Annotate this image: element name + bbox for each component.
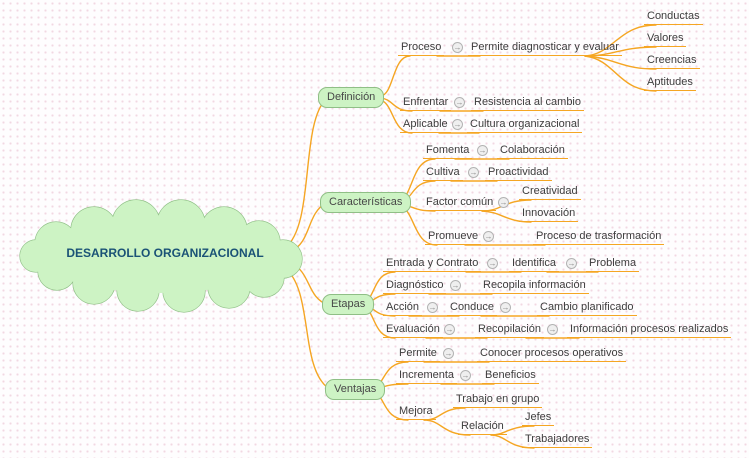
node-proactividad[interactable]: Proactividad (485, 165, 552, 181)
node-aptitudes[interactable]: Aptitudes (644, 75, 696, 91)
node-trabajo-grupo[interactable]: Trabajo en grupo (453, 392, 543, 408)
root-node[interactable]: DESARROLLO ORGANIZACIONAL (66, 246, 264, 260)
link-arrow-icon[interactable]: → (477, 145, 488, 156)
node-recopilacion[interactable]: Recopilación (475, 322, 544, 338)
link-arrow-icon[interactable]: → (452, 42, 463, 53)
node-mejora[interactable]: Mejora (396, 404, 436, 420)
link-arrow-icon[interactable]: → (498, 197, 509, 208)
branch-caracteristicas[interactable]: Características (320, 192, 412, 213)
node-beneficios[interactable]: Beneficios (482, 368, 539, 384)
link-arrow-icon[interactable]: → (566, 258, 577, 269)
node-conductas[interactable]: Conductas (644, 9, 703, 25)
node-incrementa[interactable]: Incrementa (396, 368, 458, 384)
node-trabajadores[interactable]: Trabajadores (522, 432, 593, 448)
node-resistencia[interactable]: Resistencia al cambio (471, 95, 584, 111)
link-arrow-icon[interactable]: → (454, 97, 465, 108)
node-problema[interactable]: Problema (586, 256, 640, 272)
node-diagnostico[interactable]: Diagnóstico (383, 278, 447, 294)
node-valores[interactable]: Valores (644, 31, 687, 47)
node-permite[interactable]: Permite (396, 346, 440, 362)
node-cultiva[interactable]: Cultiva (423, 165, 463, 181)
branch-ventajas[interactable]: Ventajas (325, 379, 386, 400)
node-proceso[interactable]: Proceso (398, 40, 445, 56)
link-arrow-icon[interactable]: → (450, 280, 461, 291)
node-promueve[interactable]: Promueve (425, 229, 482, 245)
link-arrow-icon[interactable]: → (460, 370, 471, 381)
link-arrow-icon[interactable]: → (468, 167, 479, 178)
node-creencias[interactable]: Creencias (644, 53, 700, 69)
node-identifica[interactable]: Identifica (509, 256, 560, 272)
node-jefes[interactable]: Jefes (522, 410, 555, 426)
link-arrow-icon[interactable]: → (443, 348, 454, 359)
node-factor-comun[interactable]: Factor común (423, 195, 497, 211)
node-creatividad[interactable]: Creatividad (519, 184, 581, 200)
node-colaboracion[interactable]: Colaboración (497, 143, 568, 159)
node-recopila-informacion[interactable]: Recopila información (480, 278, 589, 294)
node-evaluacion[interactable]: Evaluación (383, 322, 443, 338)
node-fomenta[interactable]: Fomenta (423, 143, 473, 159)
node-informacion-procesos[interactable]: Información procesos realizados (567, 322, 732, 338)
branch-definicion[interactable]: Definición (318, 87, 385, 108)
link-arrow-icon[interactable]: → (444, 324, 455, 335)
node-conduce[interactable]: Conduce (447, 300, 498, 316)
node-cultura[interactable]: Cultura organizacional (467, 117, 583, 133)
link-arrow-icon[interactable]: → (483, 231, 494, 242)
node-aplicable[interactable]: Aplicable (400, 117, 451, 133)
link-arrow-icon[interactable]: → (452, 119, 463, 130)
link-arrow-icon[interactable]: → (500, 302, 511, 313)
node-cambio-planificado[interactable]: Cambio planificado (537, 300, 637, 316)
node-enfrentar[interactable]: Enfrentar (400, 95, 452, 111)
link-arrow-icon[interactable]: → (487, 258, 498, 269)
node-proceso-trasformacion[interactable]: Proceso de trasformación (533, 229, 665, 245)
node-accion[interactable]: Acción (383, 300, 423, 316)
link-arrow-icon[interactable]: → (547, 324, 558, 335)
node-conocer-procesos[interactable]: Conocer procesos operativos (477, 346, 627, 362)
node-permite-diagnosticar[interactable]: Permite diagnosticar y evaluar (468, 40, 622, 56)
node-relacion[interactable]: Relación (458, 419, 507, 435)
node-innovacion[interactable]: Innovación (519, 206, 579, 222)
branch-etapas[interactable]: Etapas (322, 294, 375, 315)
link-arrow-icon[interactable]: → (427, 302, 438, 313)
node-entrada-contrato[interactable]: Entrada y Contrato (383, 256, 482, 272)
